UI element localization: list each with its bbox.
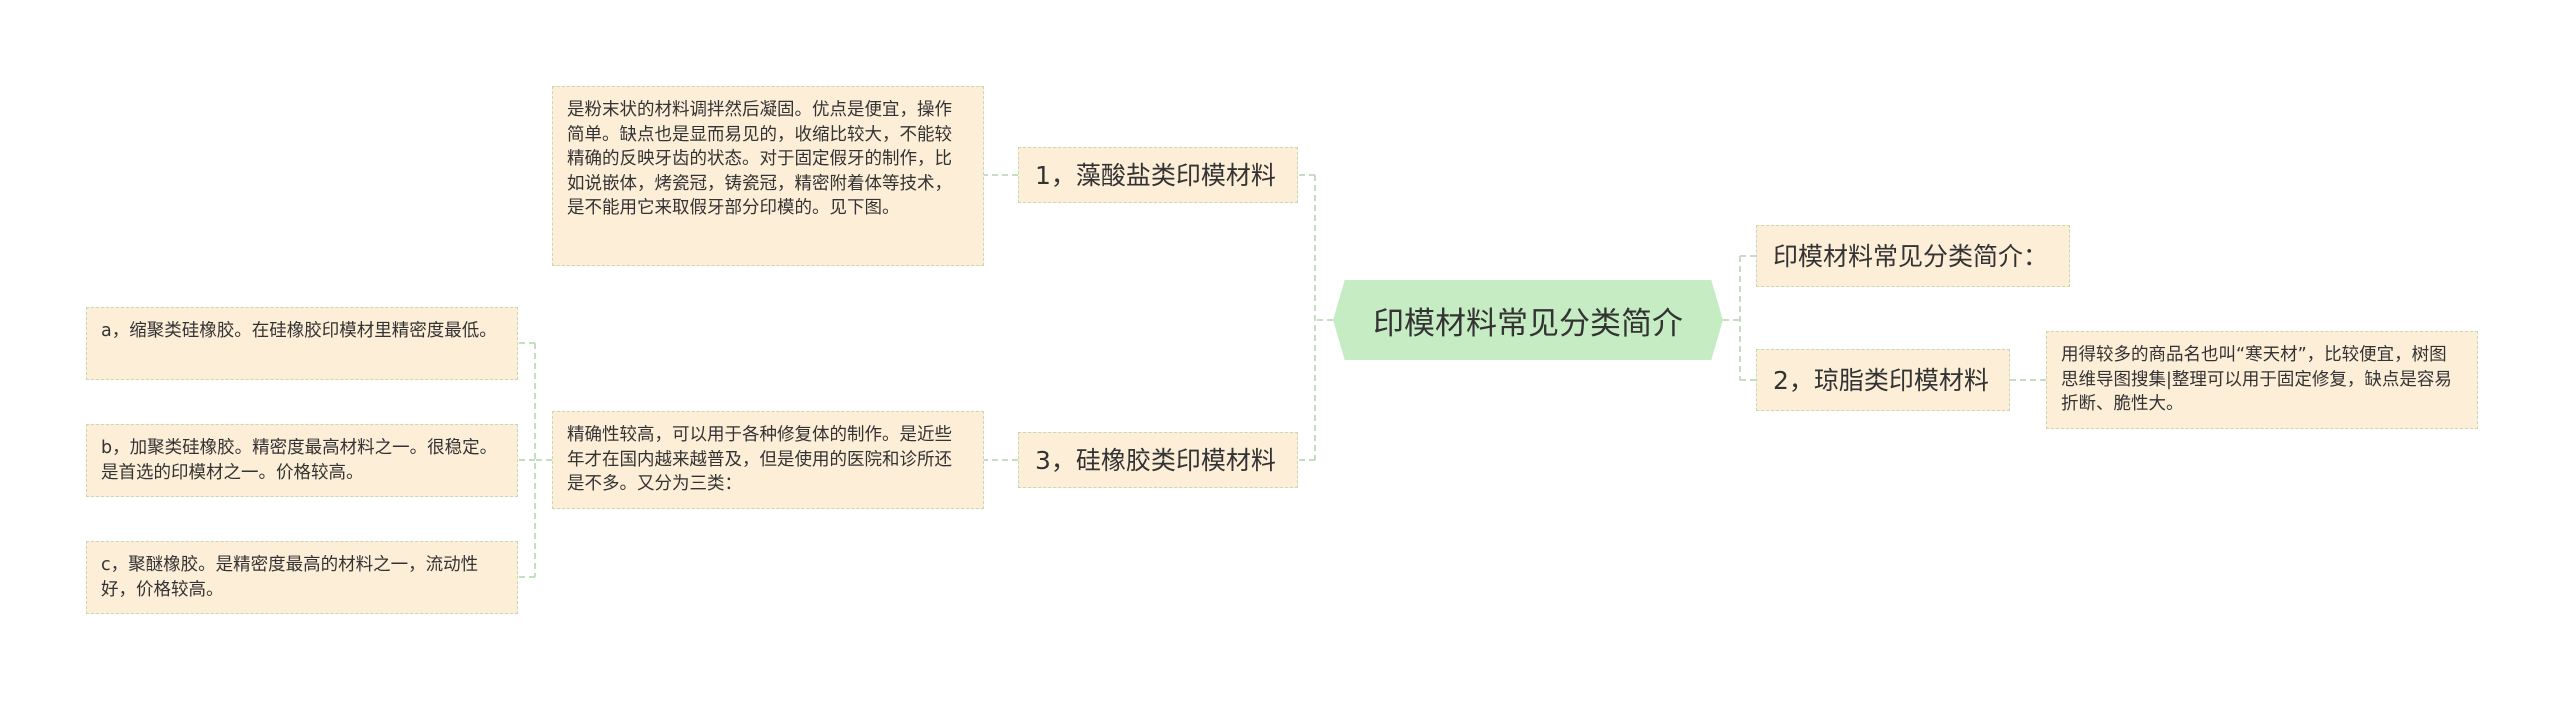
branch-silicone[interactable]: 3，硅橡胶类印模材料 [1018, 432, 1298, 488]
root-topic[interactable]: 印模材料常见分类简介 [1333, 280, 1723, 360]
leaf-silicone-c[interactable]: c，聚醚橡胶。是精密度最高的材料之一，流动性好，价格较高。 [86, 541, 518, 614]
leaf-agar-description[interactable]: 用得较多的商品名也叫“寒天材”，比较便宜，树图思维导图搜集|整理可以用于固定修复… [2046, 331, 2478, 429]
leaf-silicone-b[interactable]: b，加聚类硅橡胶。精密度最高材料之一。很稳定。是首选的印模材之一。价格较高。 [86, 424, 518, 497]
branch-agar[interactable]: 2，琼脂类印模材料 [1756, 349, 2010, 411]
branch-intro[interactable]: 印模材料常见分类简介： [1756, 225, 2070, 287]
leaf-silicone-description[interactable]: 精确性较高，可以用于各种修复体的制作。是近些年才在国内越来越普及，但是使用的医院… [552, 411, 984, 509]
leaf-silicone-a[interactable]: a，缩聚类硅橡胶。在硅橡胶印模材里精密度最低。 [86, 307, 518, 380]
branch-alginate[interactable]: 1，藻酸盐类印模材料 [1018, 147, 1298, 203]
leaf-alginate-description[interactable]: 是粉末状的材料调拌然后凝固。优点是便宜，操作简单。缺点也是显而易见的，收缩比较大… [552, 86, 984, 266]
